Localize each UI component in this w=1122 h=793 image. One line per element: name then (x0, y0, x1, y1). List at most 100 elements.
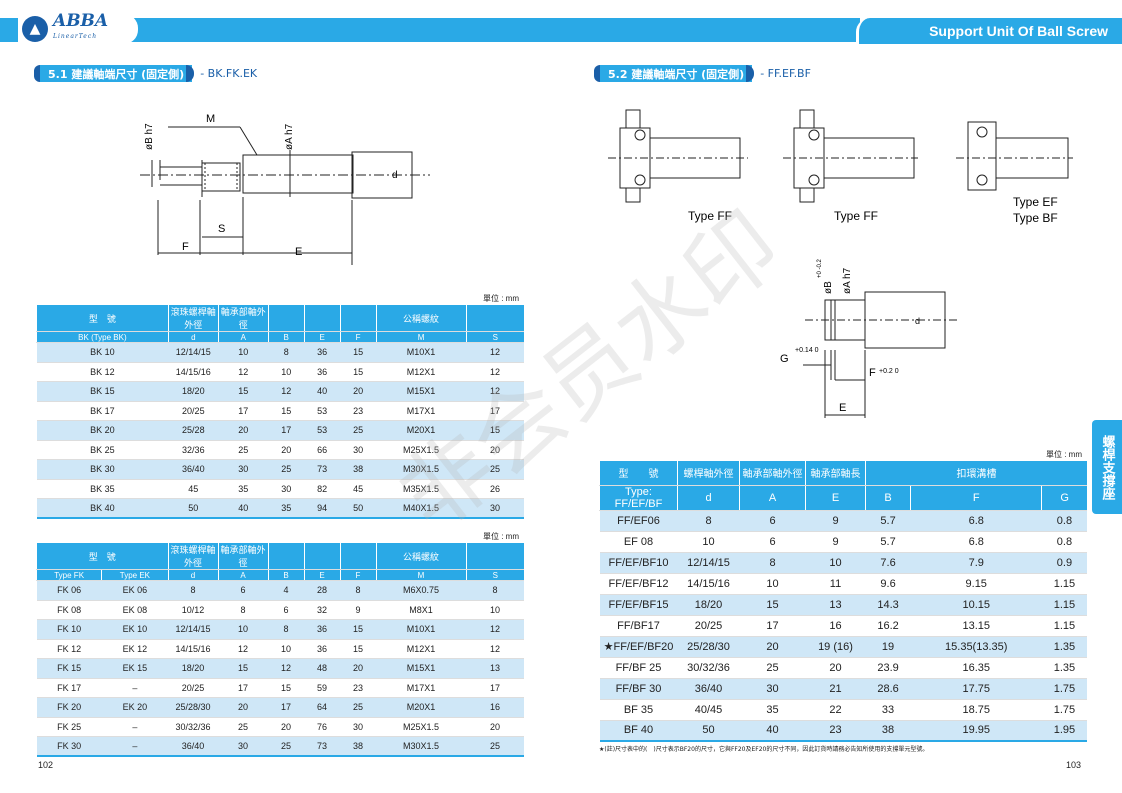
table-cell: FF/BF17 (599, 615, 678, 637)
table-cell: BK 25 (36, 440, 169, 460)
table-cell: 12 (466, 619, 524, 640)
table-cell: 1.15 (1041, 573, 1087, 595)
table-cell: M12X1 (376, 639, 466, 659)
column-header: M (375, 569, 466, 581)
table-cell: 17 (218, 401, 269, 421)
column-header: E (303, 569, 340, 581)
column-header: Type EK (101, 569, 168, 581)
table-cell: 17 (739, 615, 806, 637)
table-cell: 45 (168, 479, 219, 499)
column-header: F (339, 331, 377, 343)
table-cell: 20 (268, 440, 305, 460)
table-cell: 12/14/15 (168, 619, 218, 640)
table-cell: 8 (268, 619, 304, 640)
header-title: Support Unit Of Ball Screw (856, 18, 1122, 44)
table-cell: 23 (340, 401, 377, 421)
table-cell: M17X1 (376, 401, 467, 421)
table-cell: EK 15 (101, 658, 168, 679)
table-cell: 0.8 (1041, 531, 1087, 553)
table-cell: 45 (340, 479, 377, 499)
table-cell: M30X1.5 (376, 459, 467, 480)
table-cell: BK 30 (36, 459, 169, 480)
table-cell: BK 40 (36, 498, 169, 519)
table-cell: 9 (340, 600, 376, 620)
table-cell: 25 (466, 459, 524, 480)
table-cell: 30/32/36 (677, 657, 740, 679)
table-cell: EK 12 (101, 639, 168, 659)
table-cell: M25X1.5 (376, 440, 467, 460)
table-cell: M15X1 (376, 381, 467, 402)
table-cell: 40 (218, 498, 269, 519)
table-cell: 13.15 (910, 615, 1042, 637)
table-cell: 30/32/36 (168, 717, 218, 737)
table-cell: 33 (865, 699, 911, 721)
table-cell: FF/BF 30 (599, 678, 678, 700)
table-cell: 12 (466, 381, 524, 402)
table-cell: EK 06 (101, 580, 168, 601)
table-cell: 25/28/30 (677, 636, 740, 658)
table-cell: 19 (865, 636, 911, 658)
table-cell: 25/28/30 (168, 697, 218, 718)
table-cell: 82 (304, 479, 341, 499)
table-cell: 21 (805, 678, 866, 700)
shaft-end-diagram-right: øB +0 -0.2 øA h7 d G +0.14 0 F +0.2 0 E (780, 258, 960, 418)
table-cell: 16.2 (865, 615, 911, 637)
table-cell: 12 (466, 362, 524, 382)
table-cell: 17.75 (910, 678, 1042, 700)
table-cell: 25 (268, 736, 304, 757)
footnote: ★(註)尺寸表中的( )尺寸表示BF20的尺寸，它與FF20及EF20的尺寸不同… (599, 746, 929, 753)
table-cell: 20/25 (168, 401, 219, 421)
table-cell: FF/EF/BF15 (599, 594, 678, 616)
table-cell: FK 25 (36, 717, 102, 737)
column-header: B (267, 569, 304, 581)
table-cell: 15 (340, 342, 377, 363)
type-ff-sketch-2 (783, 109, 918, 203)
table-cell: 15 (340, 362, 377, 382)
side-tab[interactable]: 螺桿支撐座 (1092, 420, 1122, 514)
table-cell: 12 (218, 639, 268, 659)
table-cell: 17 (466, 678, 524, 698)
table-cell: 23.9 (865, 657, 911, 679)
table-cell: 94 (304, 498, 341, 519)
table-cell: M15X1 (376, 658, 466, 679)
table-cell: M25X1.5 (376, 717, 466, 737)
table-cell: BK 20 (36, 420, 169, 441)
table-cell: 9 (805, 510, 866, 532)
label-a: øA h7 (284, 123, 295, 150)
table-cell: 12/14/15 (168, 342, 219, 363)
table-cell: 1.75 (1041, 699, 1087, 721)
table-cell: 20 (218, 420, 269, 441)
table-cell: EK 10 (101, 619, 168, 640)
table-cell: BK 35 (36, 479, 169, 499)
table-cell: 50 (677, 720, 740, 742)
header-bar-right (560, 18, 860, 42)
right-label-d: d (915, 316, 920, 326)
table-cell: 28 (304, 580, 340, 601)
column-header: A (217, 331, 269, 343)
column-header: S (465, 569, 524, 581)
table-cell: 30 (739, 678, 806, 700)
table-cell: 48 (304, 658, 340, 679)
right-label-b: øB (823, 281, 834, 294)
table-cell: 18/20 (168, 381, 219, 402)
table-cell: 15 (268, 401, 305, 421)
unit-label-ff: 單位 : mm (1046, 450, 1082, 459)
table-cell: 30 (340, 440, 377, 460)
table-cell: 15 (739, 594, 806, 616)
table-cell: 6 (268, 600, 304, 620)
table-cell: 12 (466, 639, 524, 659)
column-header: G (1041, 484, 1087, 511)
table-cell: 38 (865, 720, 911, 742)
table-cell: 4 (268, 580, 304, 601)
table-cell: 0.8 (1041, 510, 1087, 532)
table-cell: M10X1 (376, 342, 467, 363)
